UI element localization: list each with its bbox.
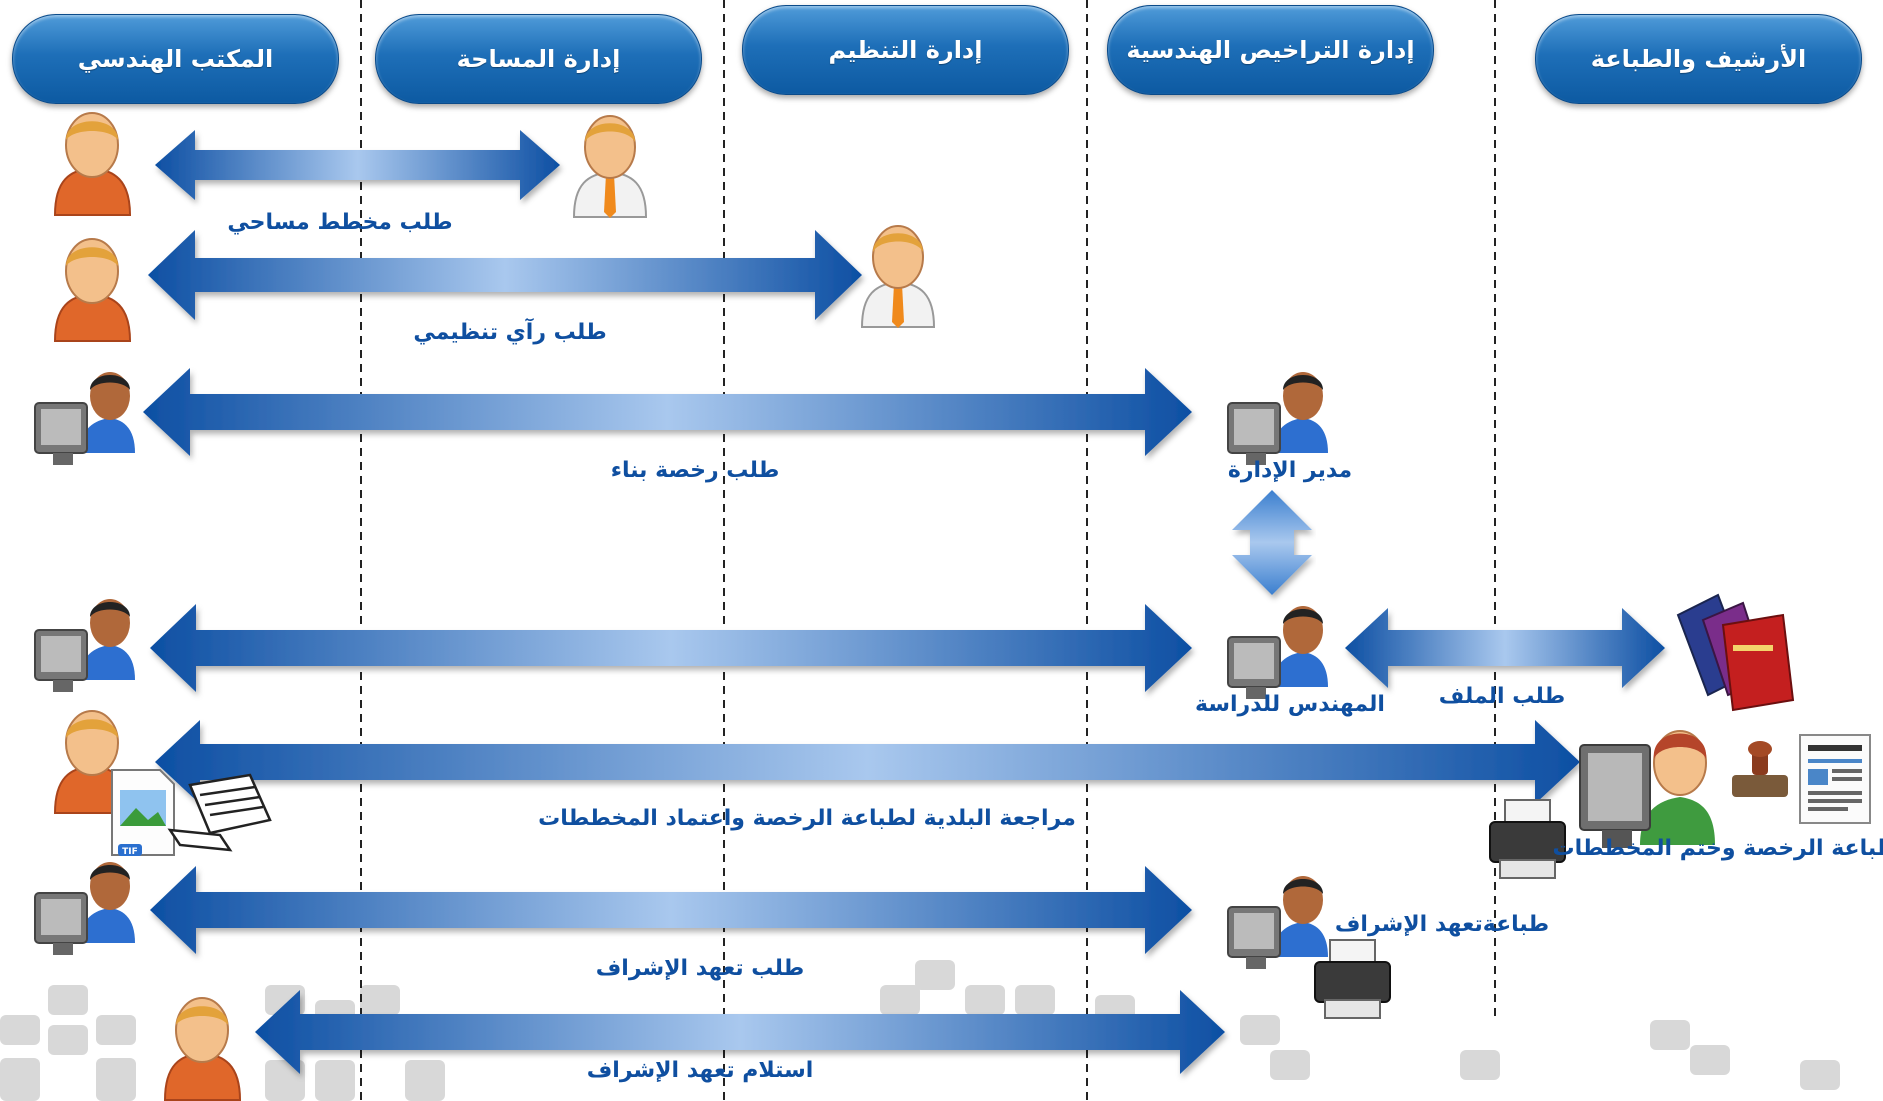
role-label-manager: مدير الإدارة: [1227, 458, 1353, 483]
lane-title: إدارة المساحة: [456, 45, 621, 73]
employee-icon: [572, 115, 648, 218]
lane-header-licensing: إدارة التراخيص الهندسية: [1107, 5, 1434, 95]
arrow-supervision-pledge-receipt: [255, 990, 1225, 1074]
arrow-planning-request: [148, 230, 862, 320]
employee-icon: [860, 225, 936, 328]
printer-icon: [1314, 939, 1391, 1019]
lane-title: إدارة التنظيم: [828, 36, 983, 64]
lane-title: المكتب الهندسي: [77, 45, 274, 73]
person-icon: [53, 238, 132, 342]
lane-title: الأرشيف والطباعة: [1590, 45, 1807, 73]
flow-label-survey-request: طلب مخطط مساحي: [227, 210, 453, 235]
role-label-print-license: طباعة الرخصة وختم المخططات: [1552, 836, 1883, 861]
background-pattern: [0, 960, 1840, 1101]
flow-label-planning-request: طلب رآي تنظيمي: [413, 320, 607, 345]
arrow-supervision-pledge-request: [150, 866, 1192, 954]
manager-icon: [1227, 372, 1328, 465]
image-file-icon: TIF: [111, 769, 175, 857]
flow-label-pledge-receipt: استلام تعهد الإشراف: [586, 1058, 814, 1083]
computer-user-icon: [34, 862, 135, 955]
flow-label-building-permit: طلب رخصة بناء: [610, 458, 780, 483]
role-label-engineer: المهندس للدراسة: [1195, 692, 1385, 717]
lane-title: إدارة التراخيص الهندسية: [1126, 36, 1415, 64]
file-type-badge: TIF: [122, 847, 138, 857]
engineer-icon: [1227, 606, 1328, 699]
arrow-file-request: [1345, 608, 1665, 688]
person-icon: [163, 997, 242, 1101]
printer-icon: [1489, 799, 1566, 879]
lane-header-engineering-office: المكتب الهندسي: [12, 14, 339, 104]
arrow-study-engineer: [150, 604, 1192, 692]
lane-header-archive-print: الأرشيف والطباعة: [1535, 14, 1862, 104]
arrow-manager-engineer: [1232, 490, 1312, 595]
archive-clerk-icon: [1579, 730, 1715, 848]
stamp-icon: [1732, 741, 1788, 797]
flow-label-file-request: طلب الملف: [1438, 684, 1566, 709]
person-icon: [53, 112, 132, 216]
lane-header-survey: إدارة المساحة: [375, 14, 702, 104]
flow-label-pledge-request: طلب تعهد الإشراف: [595, 956, 805, 981]
computer-user-icon: [34, 372, 135, 465]
flow-label-municipality-review: مراجعة البلدية لطباعة الرخصة واعتماد الم…: [538, 806, 1076, 831]
computer-user-icon: [34, 599, 135, 692]
arrow-survey-request: [155, 130, 560, 200]
role-label-print-pledge: طباعةتعهد الإشراف: [1334, 912, 1550, 937]
arrow-municipality-review: [155, 720, 1580, 804]
lane-header-planning: إدارة التنظيم: [742, 5, 1069, 95]
books-icon: [1676, 593, 1795, 712]
computer-user-icon: [1227, 876, 1328, 969]
document-icon: [1799, 734, 1871, 824]
arrow-building-permit-request: [143, 368, 1192, 456]
blueprint-icon: [167, 773, 272, 852]
